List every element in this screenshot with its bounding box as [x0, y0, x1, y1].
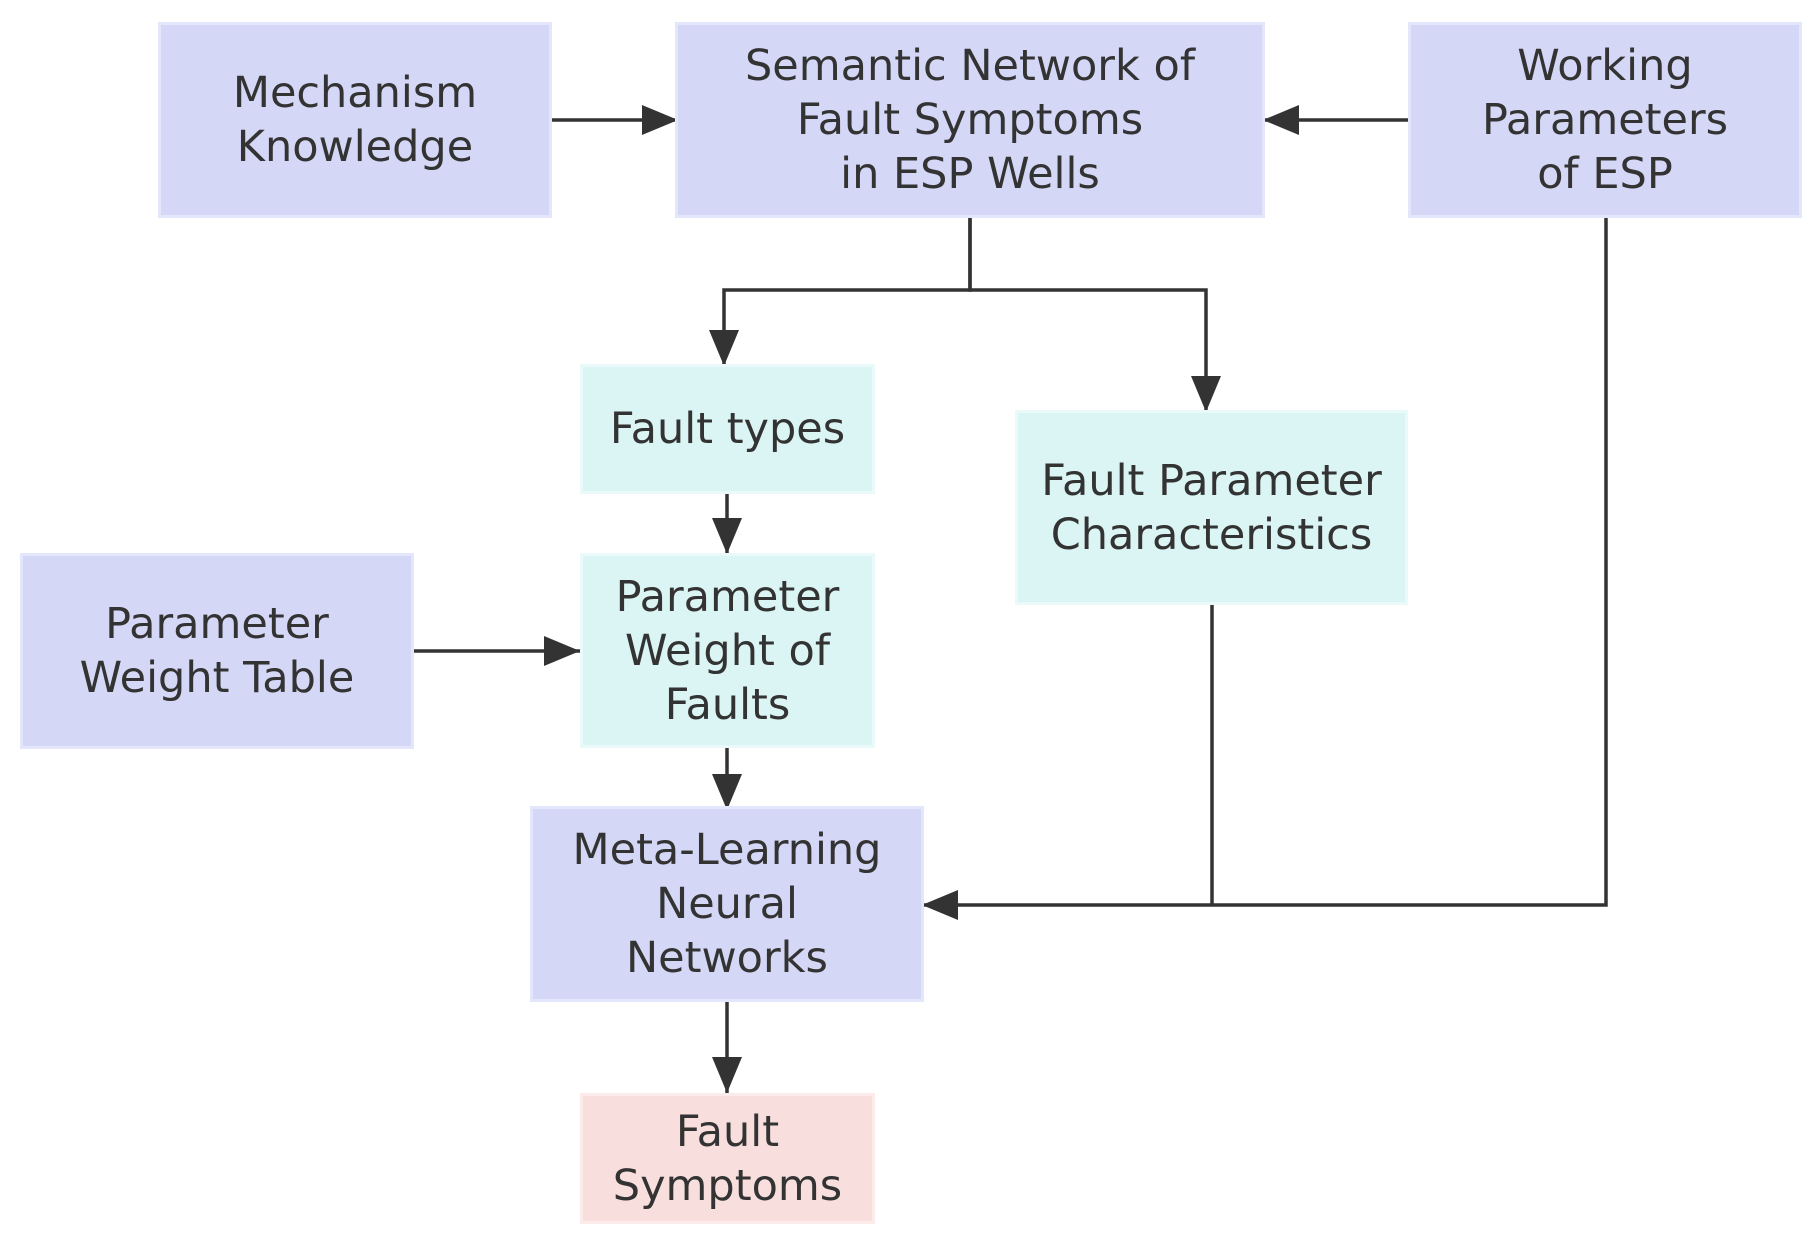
node-label: Working Parameters of ESP	[1481, 41, 1729, 199]
node-label: Fault types	[609, 404, 846, 454]
node-label: Parameter Weight of Faults	[615, 571, 840, 730]
node-semantic-network: Semantic Network of Fault Symptoms in ES…	[675, 22, 1265, 218]
node-label: Fault Parameter Characteristics	[1041, 455, 1382, 560]
node-fault-types: Fault types	[580, 364, 875, 494]
node-parameter-weight-of-faults: Parameter Weight of Faults	[580, 553, 875, 748]
node-label: Semantic Network of Fault Symptoms in ES…	[744, 41, 1195, 199]
node-mechanism-knowledge: Mechanism Knowledge	[158, 22, 552, 218]
node-fault-symptoms: Fault Symptoms	[580, 1093, 875, 1224]
node-meta-learning-neural-networks: Meta-Learning Neural Networks	[530, 806, 924, 1002]
edge-semantic-to-fault-types	[709, 218, 972, 366]
node-label: Meta-Learning Neural Networks	[572, 825, 882, 983]
node-label: Parameter Weight Table	[79, 599, 355, 703]
edge-working-to-meta-learning	[922, 218, 1608, 920]
node-label: Mechanism Knowledge	[232, 68, 478, 172]
node-parameter-weight-table: Parameter Weight Table	[20, 553, 414, 749]
node-fault-parameter-characteristics: Fault Parameter Characteristics	[1015, 410, 1408, 605]
node-label: Fault Symptoms	[612, 1106, 843, 1211]
node-working-parameters: Working Parameters of ESP	[1408, 22, 1802, 218]
edge-semantic-to-fault-param-char	[968, 218, 1221, 412]
